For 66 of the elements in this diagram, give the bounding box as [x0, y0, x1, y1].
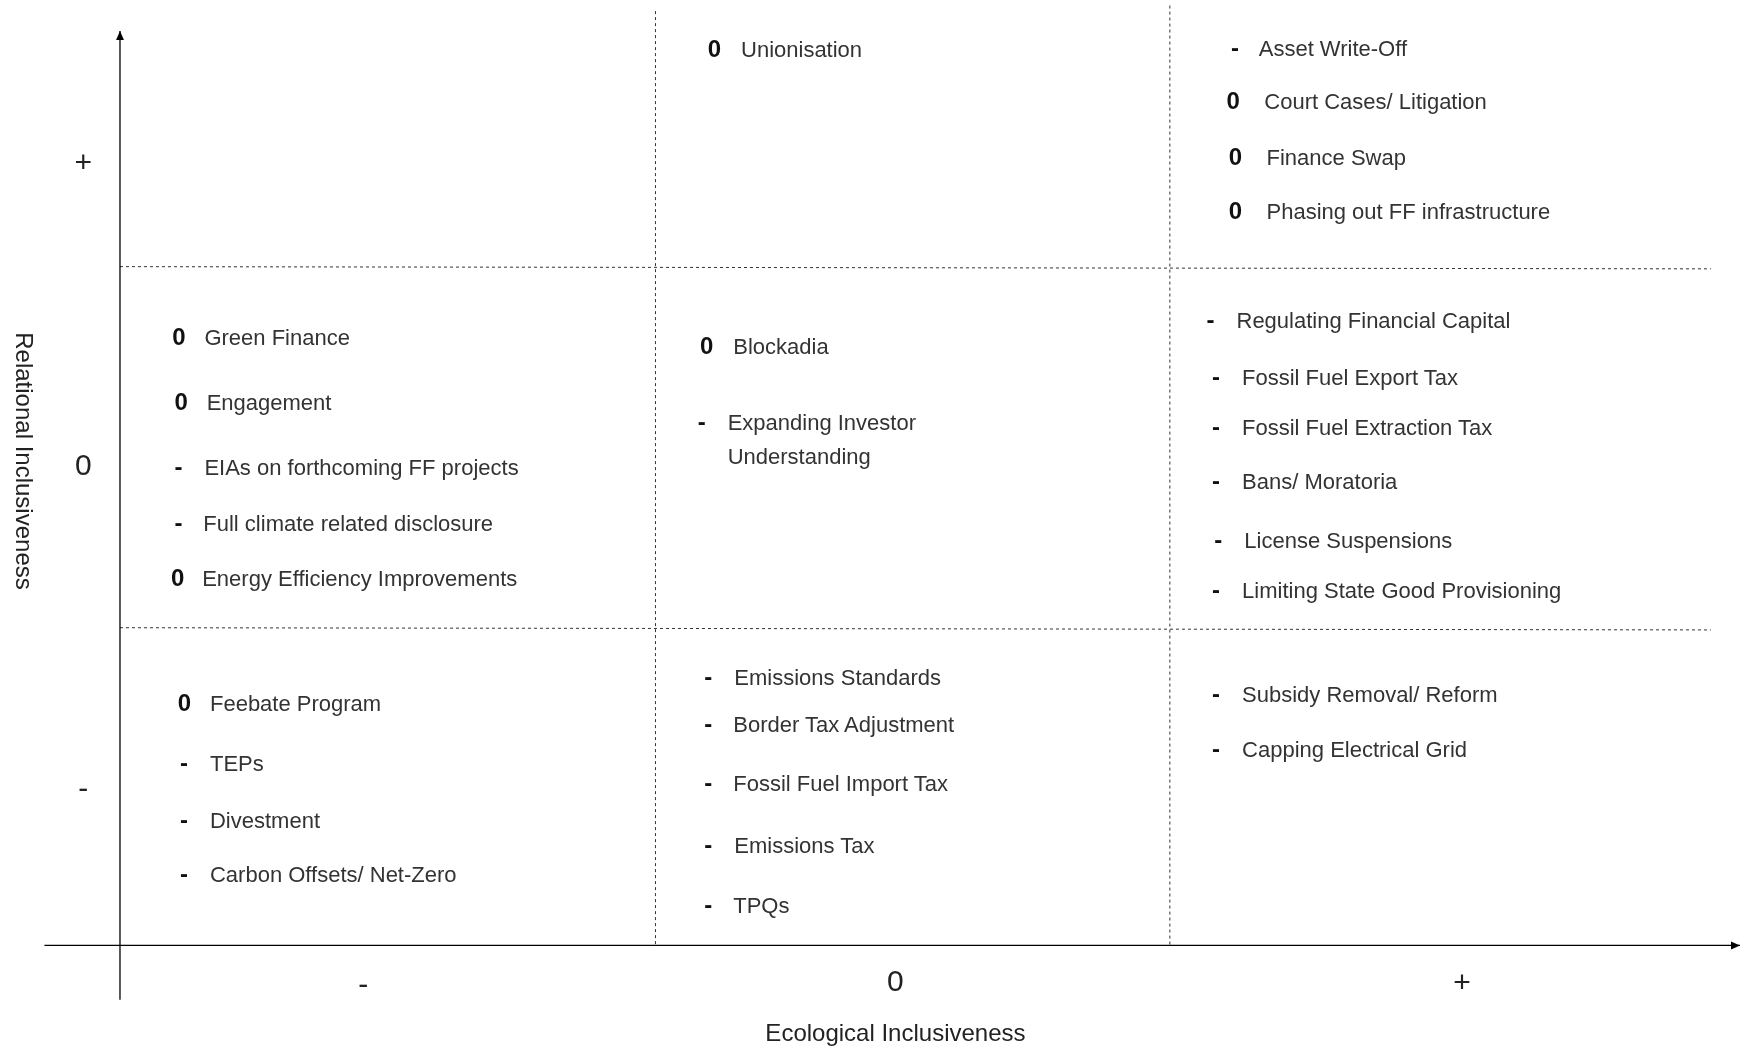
rating-symbol: -	[697, 407, 706, 438]
axis-title: Relational Inclusiveness	[10, 332, 40, 590]
rating-symbol: 0	[1228, 196, 1243, 227]
policy-label: Fossil Fuel Extraction Tax	[1242, 413, 1493, 442]
rating-symbol: 0	[1228, 141, 1243, 172]
rating-symbol: 0	[172, 321, 186, 352]
policy-label: Limiting State Good Provisioning	[1242, 576, 1562, 605]
policy-label: Divestment	[209, 806, 320, 835]
axis-title: Ecological Inclusiveness	[765, 1018, 1026, 1049]
policy-label: Regulating Financial Capital	[1236, 306, 1511, 335]
rating-symbol: 0	[171, 562, 185, 593]
policy-label: Border Tax Adjustment	[733, 710, 955, 739]
rating-symbol: -	[1206, 304, 1215, 335]
rating-symbol: -	[179, 859, 188, 890]
rating-symbol: -	[1212, 411, 1221, 442]
policy-label: Energy Efficiency Improvements	[202, 564, 518, 593]
policy-label: Capping Electrical Grid	[1242, 735, 1468, 764]
policy-label: Blockadia	[733, 332, 829, 360]
policy-label: Green Finance	[204, 323, 350, 352]
policy-label: TEPs	[209, 749, 264, 778]
policy-label: Asset Write-Off	[1258, 34, 1408, 63]
rating-symbol: -	[704, 768, 713, 799]
rating-symbol: 0	[707, 33, 722, 64]
axis-tick-label: +	[74, 143, 93, 180]
rating-symbol: 0	[699, 330, 714, 361]
rating-symbol: -	[704, 890, 713, 921]
axis-tick-label: -	[358, 965, 369, 1002]
rating-symbol: 0	[1226, 86, 1240, 117]
axis-tick-label: 0	[74, 446, 92, 483]
policy-label: Fossil Fuel Export Tax	[1242, 363, 1459, 392]
policy-label: Subsidy Removal/ Reform	[1242, 680, 1498, 709]
rating-symbol: 0	[174, 387, 188, 418]
rating-symbol: -	[174, 451, 183, 482]
policy-label: Expanding Investor Understanding	[727, 408, 917, 471]
rating-symbol: -	[704, 830, 713, 861]
rating-symbol: -	[704, 709, 713, 740]
policy-label: Carbon Offsets/ Net-Zero	[209, 860, 457, 889]
rating-symbol: -	[704, 661, 713, 692]
rating-symbol: -	[1212, 466, 1221, 497]
policy-label: License Suspensions	[1244, 526, 1453, 555]
rating-symbol: -	[1214, 524, 1223, 555]
rating-symbol: -	[1212, 679, 1221, 710]
rating-symbol: -	[179, 804, 188, 835]
policy-label: Emissions Tax	[734, 831, 875, 860]
policy-label: Finance Swap	[1266, 143, 1406, 172]
policy-label: TPQs	[733, 891, 790, 920]
policy-label: Unionisation	[741, 35, 863, 64]
rating-symbol: -	[1230, 32, 1239, 63]
policy-label: Fossil Fuel Import Tax	[733, 769, 948, 798]
rating-symbol: -	[179, 748, 188, 779]
axis-tick-label: +	[1453, 963, 1471, 1000]
policy-label: Bans/ Moratoria	[1242, 467, 1398, 496]
policy-label: Emissions Standards	[734, 663, 941, 692]
rating-symbol: 0	[177, 688, 192, 719]
axis-tick-label: -	[78, 769, 89, 806]
axis-tick-label: 0	[887, 962, 904, 999]
rating-symbol: -	[1212, 361, 1221, 392]
policy-label: Phasing out FF infrastructure	[1266, 197, 1551, 226]
policy-label: Court Cases/ Litigation	[1264, 87, 1487, 116]
rating-symbol: -	[1212, 574, 1221, 605]
policy-label: EIAs on forthcoming FF projects	[204, 453, 519, 482]
rating-symbol: -	[1212, 733, 1221, 764]
rating-symbol: -	[174, 508, 183, 539]
policy-label: Full climate related disclosure	[203, 509, 494, 538]
policy-label: Engagement	[206, 388, 332, 417]
policy-label: Feebate Program	[209, 689, 382, 718]
